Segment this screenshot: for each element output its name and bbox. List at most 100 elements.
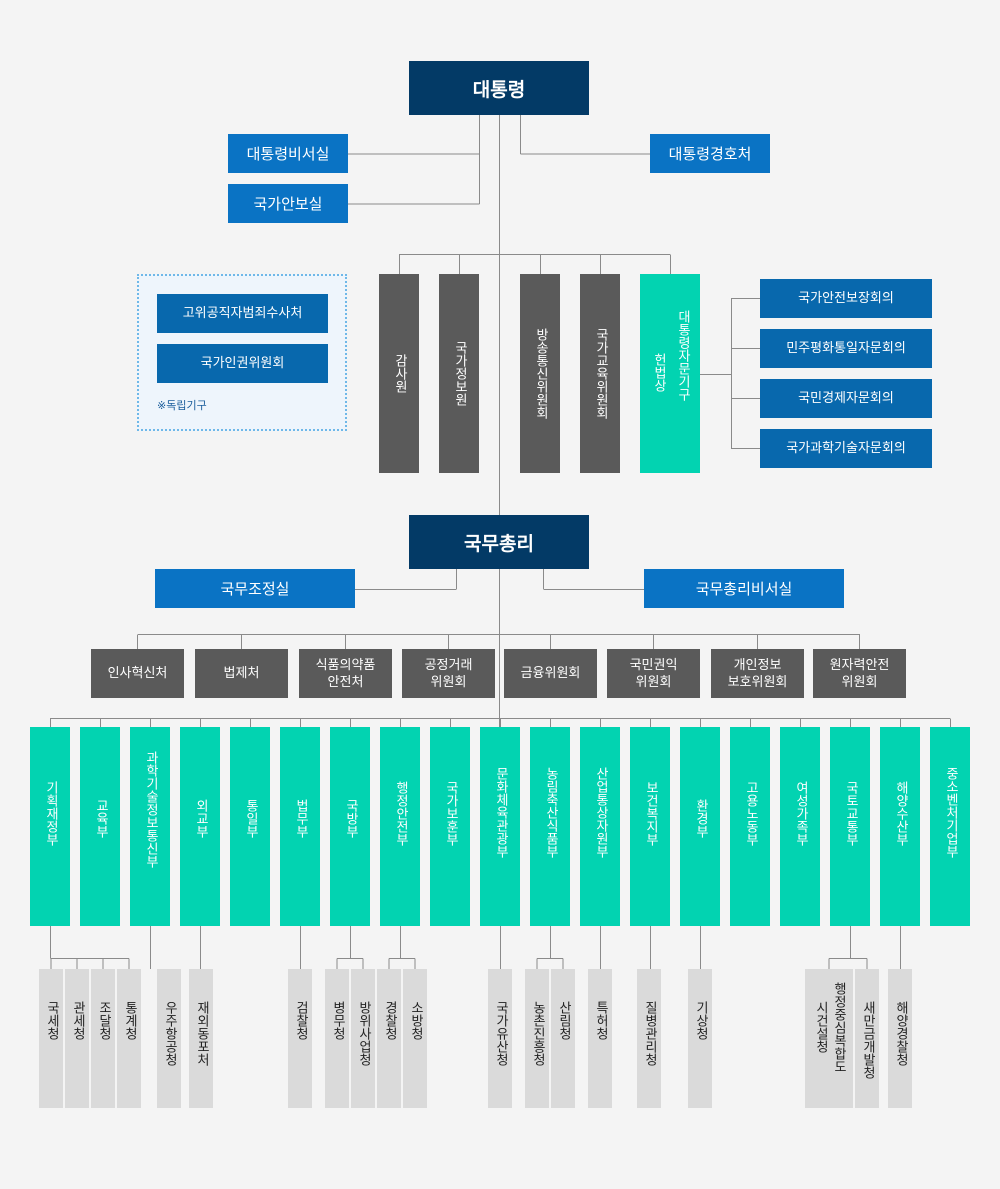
national-security-office-box: 국가안보실	[228, 184, 348, 223]
agency-label: 행정중심복합도시건설청	[813, 981, 846, 1073]
office-for-government-policy-box: 국무조정실	[155, 569, 355, 608]
pm-agency-box: 인사혁신처	[91, 649, 184, 698]
agency-label: 국세청	[44, 1001, 59, 1040]
ministry-label: 환경부	[693, 799, 708, 838]
independent-note: ※독립기구	[157, 399, 207, 412]
agency-label: 관세청	[70, 1001, 85, 1040]
ministry-box: 농림축산식품부	[530, 727, 570, 926]
ministry-box: 교육부	[80, 727, 120, 926]
agency-box: 소방청	[403, 969, 427, 1108]
ministry-box: 문화체육관광부	[480, 727, 520, 926]
ministry-box: 해양수산부	[880, 727, 920, 926]
ministry-box: 통일부	[230, 727, 270, 926]
agency-label: 농촌진흥청	[530, 1001, 545, 1066]
agency-box: 농촌진흥청	[525, 969, 549, 1108]
ministry-label: 농림축산식품부	[543, 767, 558, 858]
ministry-label: 국토교통부	[843, 781, 858, 846]
pm-agency-box: 공정거래 위원회	[402, 649, 495, 698]
ministry-label: 문화체육관광부	[493, 767, 508, 858]
agency-label: 기상청	[693, 1001, 708, 1040]
agency-label: 검찰청	[293, 1001, 308, 1040]
under-president-box: 국가정보원	[439, 274, 479, 473]
agency-label: 조달청	[96, 1001, 111, 1040]
under-president-box: 국가교육위원회	[580, 274, 620, 473]
agency-label: 산림청	[556, 1001, 571, 1040]
agency-box: 산림청	[551, 969, 575, 1108]
ministry-box: 고용노동부	[730, 727, 770, 926]
president-box: 대통령	[409, 61, 589, 115]
agency-box: 우주항공청	[157, 969, 181, 1108]
ministry-box: 산업통상자원부	[580, 727, 620, 926]
agency-box: 국세청	[39, 969, 63, 1108]
pm-agency-label: 공정거래 위원회	[424, 657, 473, 690]
pm-agency-box: 개인정보 보호위원회	[711, 649, 804, 698]
ministry-label: 외교부	[193, 799, 208, 838]
agency-label: 소방청	[408, 1001, 423, 1040]
advisory-council-box: 국가안전보장회의	[760, 279, 932, 318]
under-president-label: 국가정보원	[452, 341, 467, 406]
agency-box: 통계청	[117, 969, 141, 1108]
agency-box: 검찰청	[288, 969, 312, 1108]
pm-agency-label: 식품의약품 안전처	[315, 657, 376, 690]
agency-box: 재외동포처	[189, 969, 213, 1108]
advisory-council-box: 국민경제자문회의	[760, 379, 932, 418]
presidential-secretariat-box: 대통령비서실	[228, 134, 348, 173]
agency-box: 조달청	[91, 969, 115, 1108]
agency-box: 새만금개발청	[855, 969, 879, 1108]
ministry-box: 외교부	[180, 727, 220, 926]
pm-agency-label: 개인정보 보호위원회	[727, 657, 788, 690]
agency-box: 기상청	[688, 969, 712, 1108]
ministry-label: 여성가족부	[793, 781, 808, 846]
ministry-label: 기획재정부	[43, 781, 58, 846]
agency-label: 특허청	[593, 1001, 608, 1040]
under-president-box: 방송통신위원회	[520, 274, 560, 473]
agency-box: 관세청	[65, 969, 89, 1108]
agency-label: 우주항공청	[162, 1001, 177, 1066]
presidential-security-service-box: 대통령경호처	[650, 134, 770, 173]
ministry-label: 해양수산부	[893, 781, 908, 846]
ministry-box: 여성가족부	[780, 727, 820, 926]
pm-agency-box: 식품의약품 안전처	[299, 649, 392, 698]
agency-box: 방위사업청	[351, 969, 375, 1108]
agency-label: 경찰청	[382, 1001, 397, 1040]
prime-minister-secretariat-box: 국무총리비서실	[644, 569, 844, 608]
ministry-box: 국방부	[330, 727, 370, 926]
ministry-label: 행정안전부	[393, 781, 408, 846]
pm-agency-box: 국민권익 위원회	[607, 649, 700, 698]
independent-agency-human-rights: 국가인권위원회	[157, 344, 328, 383]
agency-label: 해양경찰청	[893, 1001, 908, 1066]
ministry-label: 중소벤처기업부	[943, 767, 958, 858]
ministry-box: 행정안전부	[380, 727, 420, 926]
agency-label: 통계청	[122, 1001, 137, 1040]
under-president-label: 감사원	[392, 354, 407, 393]
advisory-council-box: 국가과학기술자문회의	[760, 429, 932, 468]
advisory-title-right: 대통령자문기구	[675, 310, 690, 401]
under-president-label: 방송통신위원회	[533, 328, 548, 419]
ministry-label: 국방부	[343, 799, 358, 838]
agency-box: 국가유산청	[488, 969, 512, 1108]
ministry-box: 중소벤처기업부	[930, 727, 970, 926]
ministry-label: 산업통상자원부	[593, 767, 608, 858]
pm-agency-box: 금융위원회	[504, 649, 597, 698]
agency-box: 해양경찰청	[888, 969, 912, 1108]
under-president-box: 감사원	[379, 274, 419, 473]
ministry-box: 과학기술정보통신부	[130, 727, 170, 926]
ministry-label: 과학기술정보통신부	[143, 751, 158, 868]
ministry-label: 법무부	[293, 799, 308, 838]
agency-box: 경찰청	[377, 969, 401, 1108]
pm-agency-label: 금융위원회	[520, 666, 581, 681]
pm-agency-label: 인사혁신처	[107, 666, 168, 681]
agency-label: 국가유산청	[493, 1001, 508, 1066]
ministry-box: 환경부	[680, 727, 720, 926]
under-president-label: 국가교육위원회	[593, 328, 608, 419]
ministry-box: 국토교통부	[830, 727, 870, 926]
ministry-label: 통일부	[243, 799, 258, 838]
advisory-title-left: 헌법상	[651, 353, 666, 392]
pm-agency-box: 원자력안전 위원회	[813, 649, 906, 698]
agency-box: 특허청	[588, 969, 612, 1108]
agency-label: 병무청	[330, 1001, 345, 1040]
pm-agency-box: 법제처	[195, 649, 288, 698]
agency-label: 방위사업청	[356, 1001, 371, 1066]
ministry-label: 고용노동부	[743, 781, 758, 846]
